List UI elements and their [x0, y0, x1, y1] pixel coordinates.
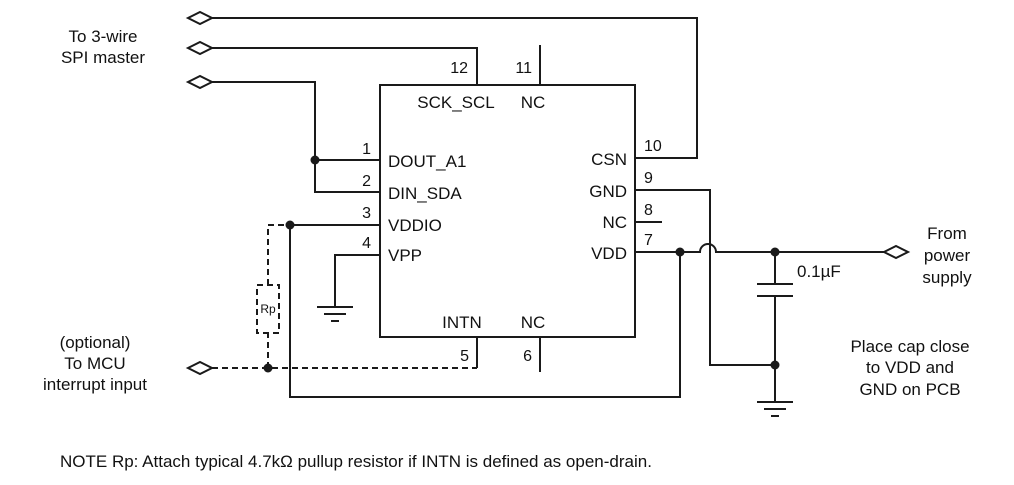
pin-number-1: 1: [362, 141, 371, 158]
pin-number-12: 12: [450, 60, 468, 77]
junction-dot-vdd-rail: [675, 247, 685, 257]
junction-dot-cap-bottom: [770, 360, 780, 370]
connector-diamonds: [185, 10, 911, 376]
ground-symbol-cap: [757, 401, 793, 417]
pin-label-dout-a1: DOUT_A1: [388, 152, 466, 171]
capacitor-0_1uF: [757, 252, 793, 402]
pin-number-11: 11: [515, 60, 532, 77]
pin-number-6: 6: [523, 348, 532, 365]
rp-label: Rp: [260, 302, 276, 316]
wire-gnd: [635, 189, 775, 366]
pin-label-csn: CSN: [591, 150, 627, 169]
rp-resistor-box: [256, 284, 280, 334]
junction-dot-sdio: [310, 155, 320, 165]
pin-number-8: 8: [644, 202, 653, 219]
optional-pullup-net: Rp: [212, 224, 477, 369]
pin-label-nc-bottom: NC: [521, 313, 546, 332]
cap-value-label: 0.1µF: [797, 262, 841, 281]
power-supply-label-line1: From: [927, 224, 967, 243]
pin-label-nc-top: NC: [521, 93, 546, 112]
power-supply-label-line3: supply: [922, 268, 972, 287]
connector-diamond-spi1: [185, 10, 215, 26]
cap-note-line2: to VDD and: [866, 358, 954, 377]
cap-note-line3: GND on PCB: [859, 380, 960, 399]
wires: [212, 17, 884, 398]
connector-diamond-spi3: [185, 74, 215, 90]
wire-vdd: [635, 243, 884, 253]
pin-label-vdd: VDD: [591, 244, 627, 263]
junction-dot-cap-top: [770, 247, 780, 257]
mcu-label-line3: interrupt input: [43, 375, 147, 394]
junction-dot-vddio: [285, 220, 295, 230]
pin-number-2: 2: [362, 173, 371, 190]
pin-label-sck-scl: SCK_SCL: [417, 93, 494, 112]
pin-label-vddio: VDDIO: [388, 216, 442, 235]
dashed-rp-upper-lead: [267, 224, 290, 285]
pin-label-din-sda: DIN_SDA: [388, 184, 462, 203]
wire-sck: [212, 47, 478, 85]
pin-numbers: 1 2 3 4 5 6 7 8 9 10 11 12: [362, 60, 662, 365]
pin-number-10: 10: [644, 138, 662, 155]
pin-number-4: 4: [362, 235, 371, 252]
pin-number-3: 3: [362, 205, 371, 222]
spi-master-label-line1: To 3-wire: [69, 27, 138, 46]
wire-sdio: [212, 81, 380, 193]
ic-body: [379, 84, 636, 338]
pin-label-vpp: VPP: [388, 246, 422, 265]
annotations: To 3-wire SPI master (optional) To MCU i…: [43, 27, 972, 471]
wire-vpp: [334, 254, 380, 307]
cap-note-line1: Place cap close: [850, 337, 969, 356]
connector-diamond-spi2: [185, 40, 215, 56]
wire-csn: [212, 17, 698, 159]
pin-label-nc-right: NC: [602, 213, 627, 232]
junction-dot-intn: [263, 363, 273, 373]
mcu-label-line2: To MCU: [64, 354, 125, 373]
pin-label-intn: INTN: [442, 313, 482, 332]
pin-labels: SCK_SCL NC DOUT_A1 DIN_SDA VDDIO VPP CSN…: [388, 93, 627, 332]
pin-number-5: 5: [460, 348, 469, 365]
connector-diamond-power: [881, 244, 911, 260]
connector-diamond-mcu: [185, 360, 215, 376]
pin-number-7: 7: [644, 232, 653, 249]
pin-label-gnd: GND: [589, 182, 627, 201]
wire-vddio-rail: [289, 224, 681, 398]
mcu-label-line1: (optional): [60, 333, 131, 352]
note-text: NOTE Rp: Attach typical 4.7kΩ pullup res…: [60, 452, 652, 471]
power-supply-label-line2: power: [924, 246, 971, 265]
junction-dots: [263, 155, 780, 373]
ground-symbol-vpp: [317, 306, 353, 322]
pin-number-9: 9: [644, 170, 653, 187]
spi-master-label-line2: SPI master: [61, 48, 145, 67]
